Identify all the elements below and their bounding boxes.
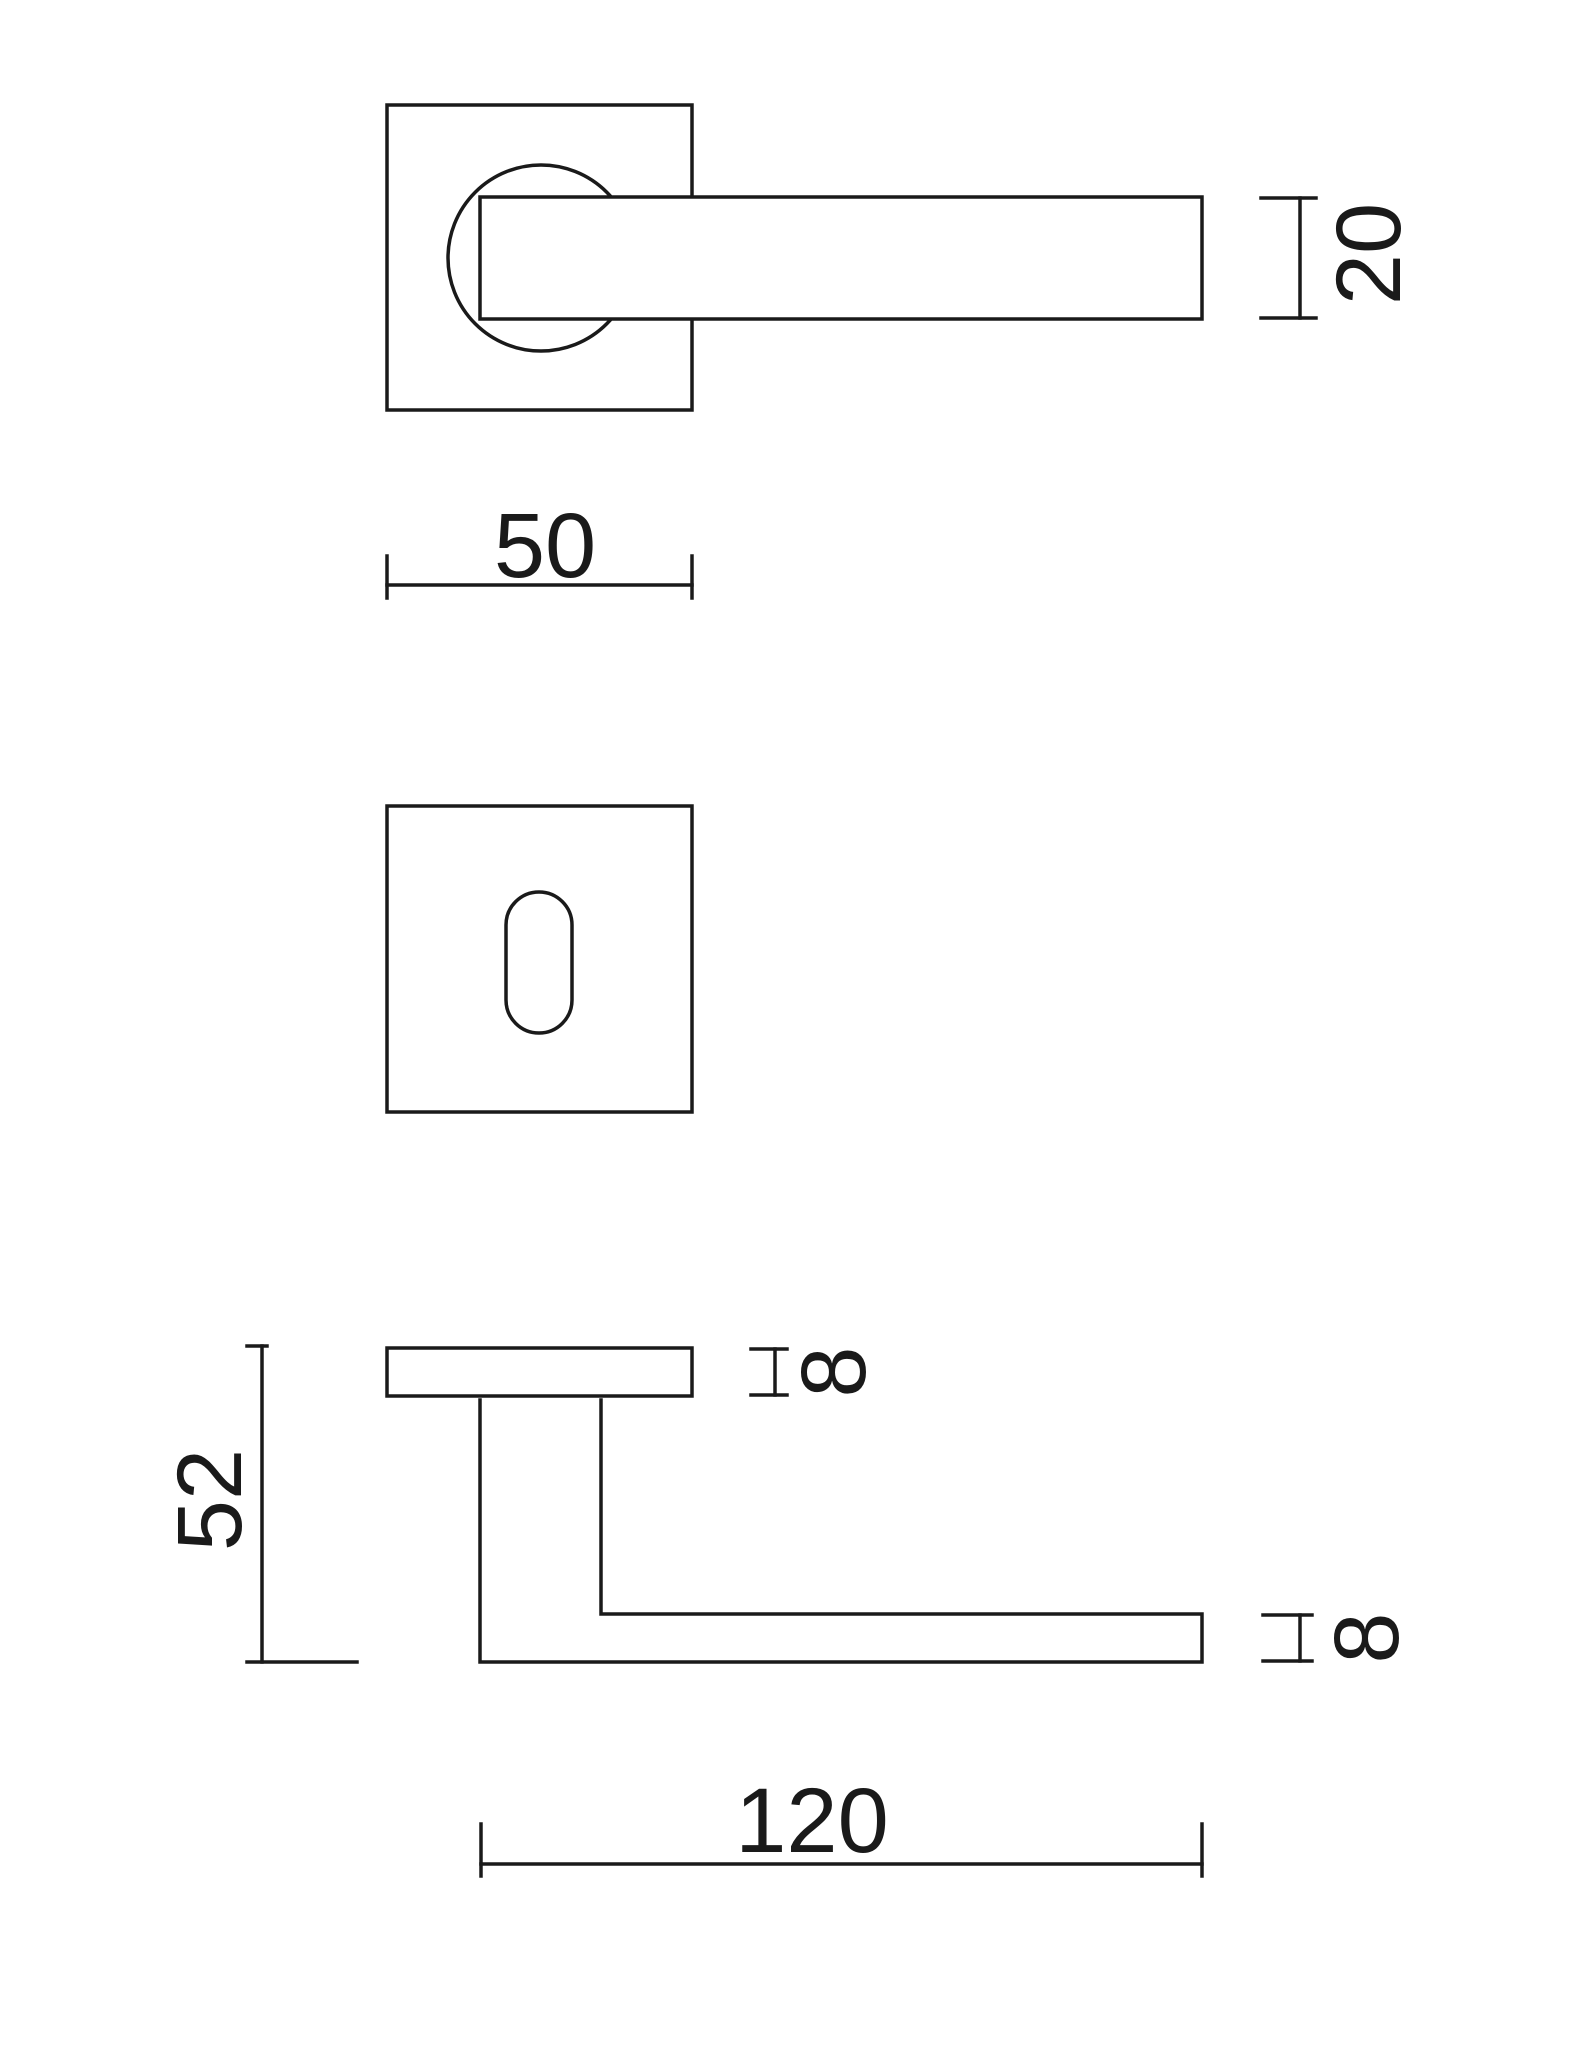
rose-profile xyxy=(385,1346,694,1398)
dim-rose-width: 50 xyxy=(385,495,694,600)
dim-rose-thickness: 8 xyxy=(749,1346,885,1398)
keyhole-slot xyxy=(504,890,574,1035)
dim-label-52: 52 xyxy=(159,1449,261,1551)
dim-lever-thickness: 8 xyxy=(1261,1612,1418,1664)
dim-label-8-lever: 8 xyxy=(1316,1612,1418,1663)
key-escutcheon-view xyxy=(385,804,694,1114)
dim-label-20: 20 xyxy=(1318,203,1420,305)
dim-label-50: 50 xyxy=(494,495,596,597)
lever-front xyxy=(478,195,1204,321)
escutcheon-plate xyxy=(385,804,694,1114)
lever-profile xyxy=(478,1398,1204,1664)
dim-lever-height: 20 xyxy=(1259,196,1420,320)
side-view-handle xyxy=(385,1346,1204,1664)
dim-label-8-rose: 8 xyxy=(783,1346,885,1397)
dim-projection: 52 xyxy=(159,1344,359,1664)
front-view-handle-rose xyxy=(385,103,1204,412)
dim-label-120: 120 xyxy=(735,1770,889,1872)
dim-lever-length: 120 xyxy=(479,1770,1204,1878)
